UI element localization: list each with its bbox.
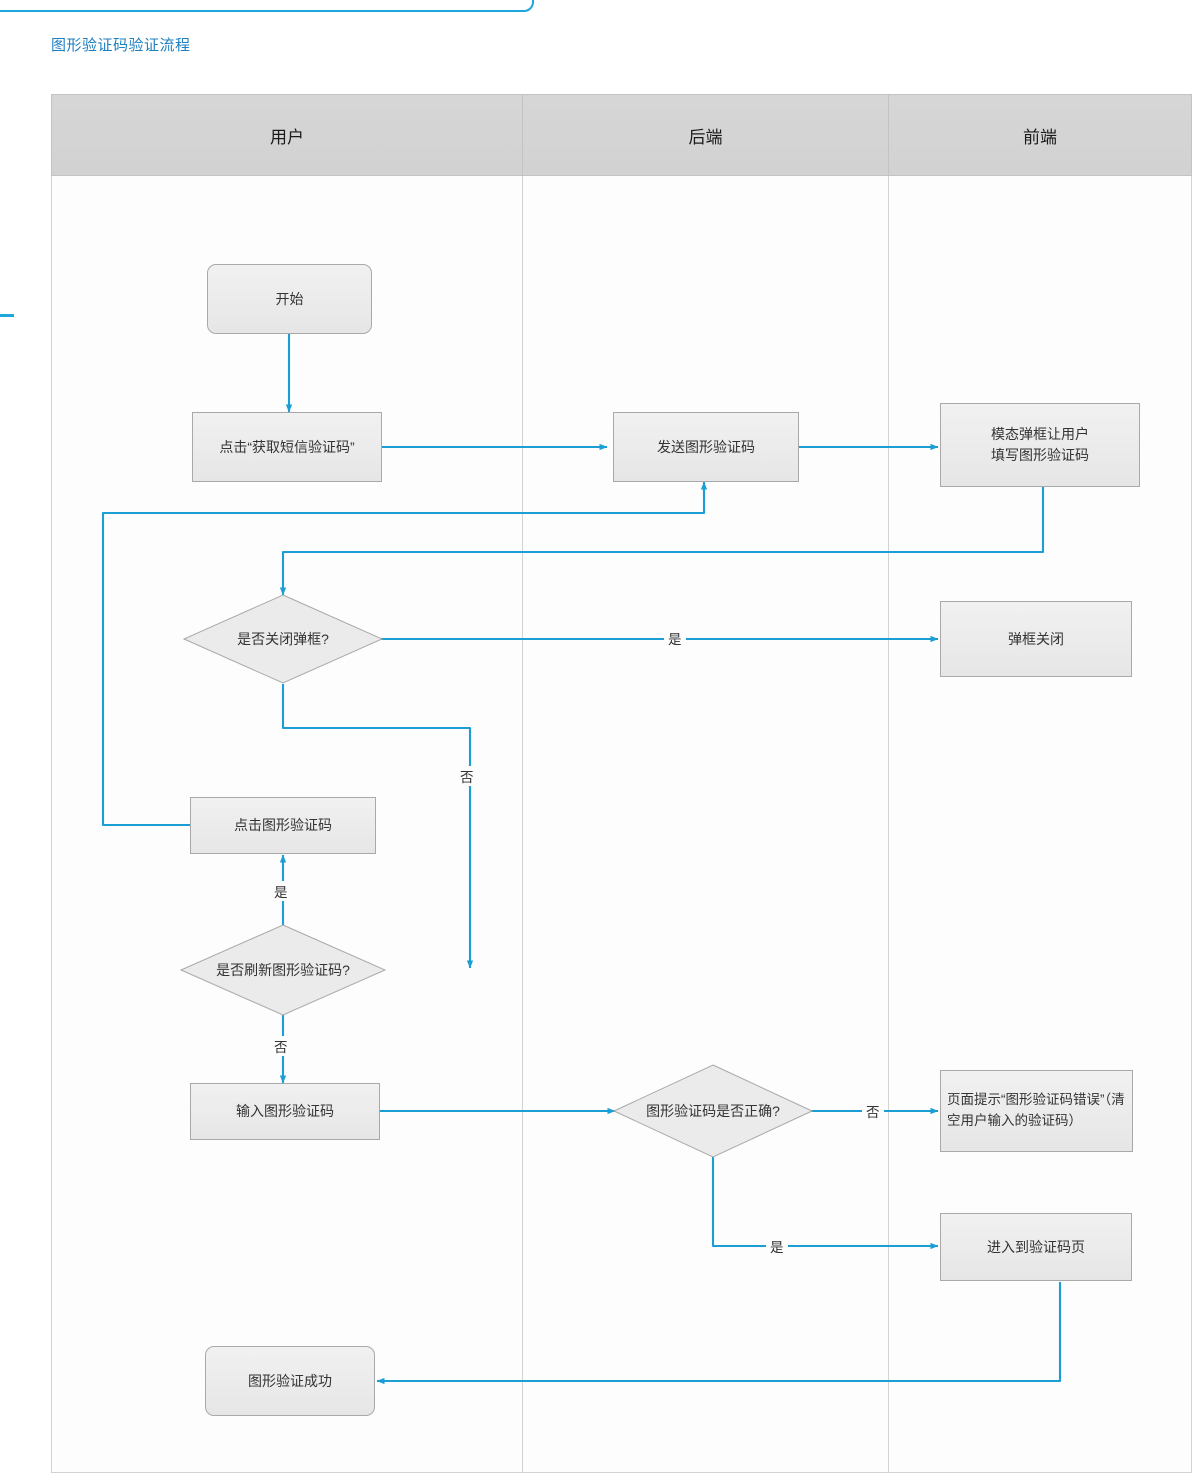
node-is-correct-label: 图形验证码是否正确? — [646, 1103, 780, 1119]
node-success[interactable]: 图形验证成功 — [205, 1346, 375, 1416]
node-refresh-label: 是否刷新图形验证码? — [216, 962, 350, 978]
node-goto-page[interactable]: 进入到验证码页 — [940, 1213, 1132, 1281]
node-success-label: 图形验证成功 — [248, 1372, 332, 1389]
edge-label-refresh-no: 否 — [270, 1036, 292, 1056]
node-error-tip-label: 页面提示“图形验证码错误”（清空用户输入的验证码） — [947, 1092, 1125, 1128]
node-click-captcha-label: 点击图形验证码 — [234, 817, 332, 833]
diamond-shape-is-correct — [613, 1064, 813, 1158]
node-modal-line1: 模态弹框让用户 — [991, 426, 1089, 442]
node-click-sms[interactable]: 点击“获取短信验证码” — [192, 412, 382, 482]
node-click-sms-label: 点击“获取短信验证码” — [219, 438, 355, 455]
node-error-tip[interactable]: 页面提示“图形验证码错误”（清空用户输入的验证码） — [940, 1070, 1133, 1152]
swimlane-header-user-label: 用户 — [270, 127, 304, 147]
node-send-captcha-label: 发送图形验证码 — [657, 438, 755, 455]
node-modal-dialog[interactable]: 模态弹框让用户 填写图形验证码 — [940, 403, 1140, 487]
swimlane-header-user: 用户 — [51, 94, 522, 176]
node-dialog-closed-label: 弹框关闭 — [1008, 630, 1064, 647]
node-goto-page-label: 进入到验证码页 — [987, 1238, 1085, 1255]
diamond-shape-close-dialog — [183, 594, 383, 684]
node-start[interactable]: 开始 — [207, 264, 372, 334]
swimlane-header-backend: 后端 — [522, 94, 888, 176]
node-refresh-decision[interactable]: 是否刷新图形验证码? — [180, 924, 386, 1016]
swimlane-header-frontend-label: 前端 — [1023, 127, 1057, 147]
edge-label-is-correct-yes: 是 — [766, 1236, 788, 1256]
swimlane-divider-2 — [888, 176, 889, 1473]
swimlane-divider-1 — [522, 176, 523, 1473]
node-close-dialog-label: 是否关闭弹框? — [237, 631, 329, 647]
edge-label-refresh-yes: 是 — [270, 881, 292, 901]
swimlane-header-backend-label: 后端 — [688, 127, 723, 147]
node-input-captcha[interactable]: 输入图形验证码 — [190, 1083, 380, 1140]
node-is-correct-decision[interactable]: 图形验证码是否正确? — [613, 1064, 813, 1158]
swimlane-header-row: 用户 后端 前端 — [51, 94, 1192, 176]
node-send-captcha[interactable]: 发送图形验证码 — [613, 412, 799, 482]
node-input-captcha-label: 输入图形验证码 — [236, 1103, 334, 1119]
node-close-dialog-decision[interactable]: 是否关闭弹框? — [183, 594, 383, 684]
node-click-captcha[interactable]: 点击图形验证码 — [190, 797, 376, 854]
edge-label-close-dialog-no: 否 — [456, 766, 478, 786]
node-dialog-closed[interactable]: 弹框关闭 — [940, 601, 1132, 677]
edge-label-close-dialog-yes: 是 — [664, 628, 686, 648]
page-title: 图形验证码验证流程 — [51, 37, 191, 54]
cut-off-connector-left — [0, 314, 14, 317]
swimlane-header-frontend: 前端 — [888, 94, 1192, 176]
edge-label-is-correct-no: 否 — [862, 1101, 884, 1121]
node-start-label: 开始 — [275, 290, 304, 307]
node-modal-line2: 填写图形验证码 — [991, 447, 1089, 463]
diamond-shape-refresh — [180, 924, 386, 1016]
cut-off-shape-above — [0, 0, 534, 12]
